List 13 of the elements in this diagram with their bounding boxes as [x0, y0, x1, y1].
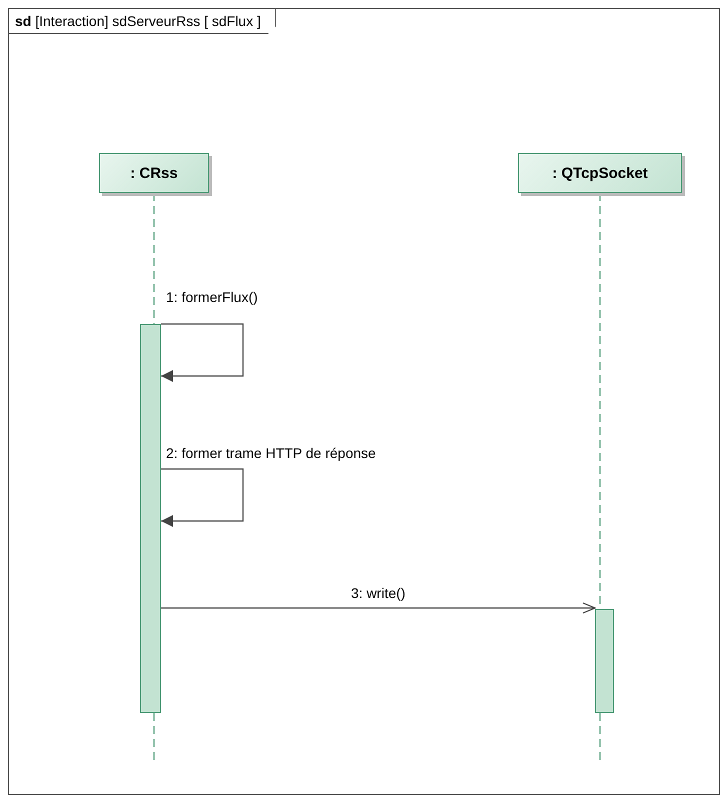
self-message-arrow	[161, 323, 244, 382]
message-arrow	[161, 602, 596, 614]
activation-bar	[140, 324, 161, 713]
frame-box	[8, 8, 720, 795]
message-label: 2: former trame HTTP de réponse	[165, 445, 377, 461]
self-message-arrow	[161, 468, 244, 527]
frame-title: sd [Interaction] sdServeurRss [ sdFlux ]	[9, 9, 276, 34]
message-label: 3: write()	[350, 585, 406, 601]
lifeline-head: : QTcpSocket	[518, 153, 682, 193]
activation-bar	[595, 609, 614, 713]
lifeline-head: : CRss	[99, 153, 209, 193]
message-label: 1: formerFlux()	[165, 289, 259, 305]
lifeline	[153, 193, 155, 324]
